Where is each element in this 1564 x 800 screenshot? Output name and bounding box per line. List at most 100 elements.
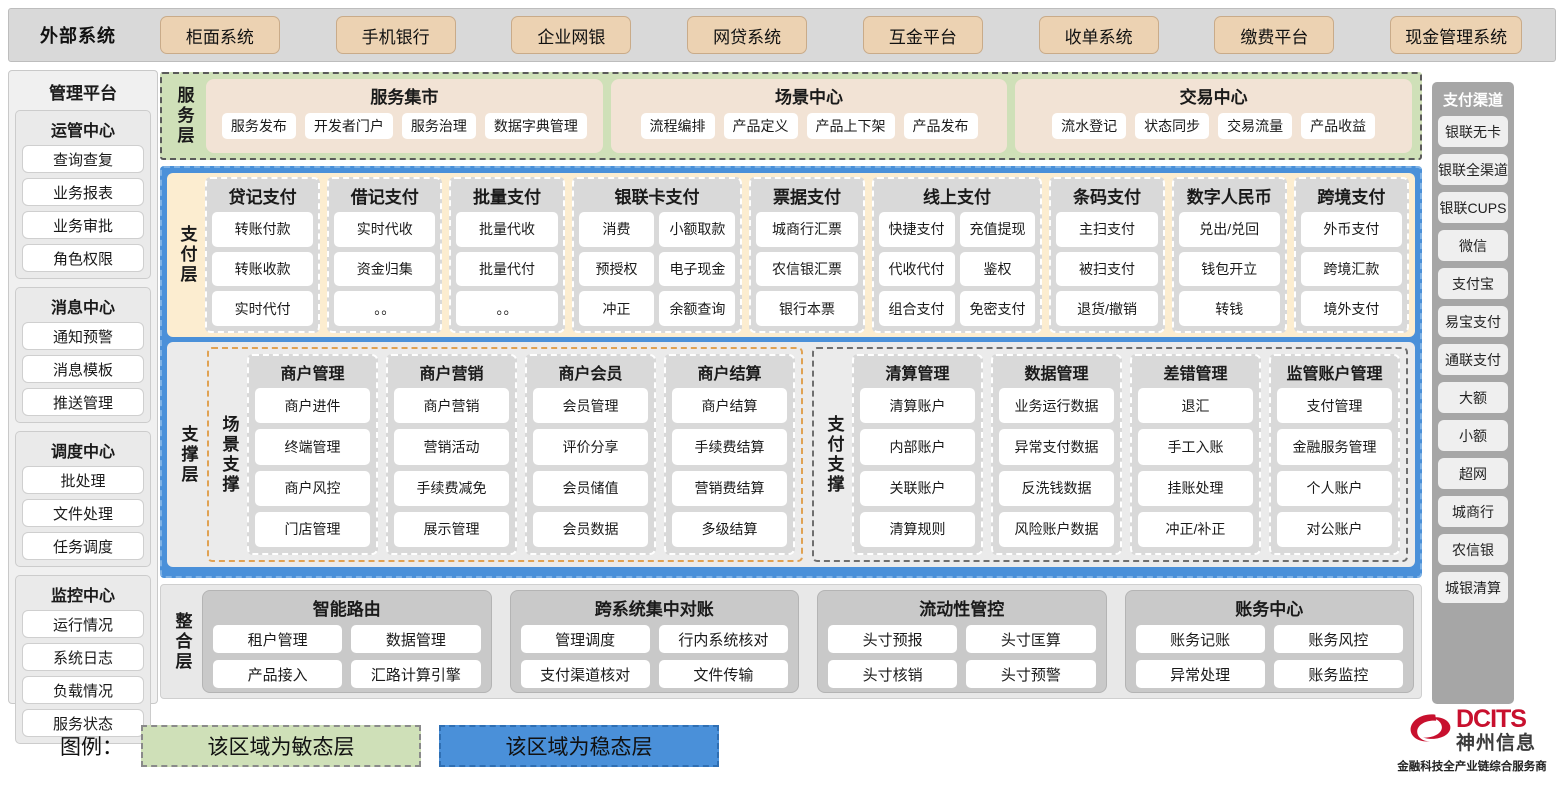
management-item[interactable]: 任务调度 bbox=[22, 532, 144, 560]
integration-cell[interactable]: 账务监控 bbox=[1273, 660, 1403, 688]
integration-cell[interactable]: 数据管理 bbox=[351, 625, 481, 653]
payment-cell[interactable]: 被扫支付 bbox=[1056, 251, 1158, 287]
support-cell[interactable]: 展示管理 bbox=[394, 511, 509, 547]
payment-cell[interactable]: 批量代收 bbox=[456, 212, 558, 247]
service-chip[interactable]: 产品定义 bbox=[723, 113, 798, 139]
support-cell[interactable]: 终端管理 bbox=[255, 429, 370, 465]
integration-cell[interactable]: 头寸核销 bbox=[828, 660, 958, 688]
payment-cell[interactable]: 小额取款 bbox=[659, 212, 736, 247]
integration-cell[interactable]: 汇路计算引擎 bbox=[351, 660, 481, 688]
payment-cell[interactable]: 退货/撤销 bbox=[1056, 291, 1158, 326]
integration-cell[interactable]: 账务风控 bbox=[1273, 625, 1403, 653]
integration-cell[interactable]: 头寸预警 bbox=[966, 660, 1096, 688]
external-system-item[interactable]: 柜面系统 bbox=[159, 16, 280, 54]
payment-channel-item[interactable]: 大额 bbox=[1438, 382, 1508, 413]
payment-cell[interactable]: 转钱 bbox=[1178, 291, 1280, 326]
payment-cell[interactable]: 余额查询 bbox=[659, 291, 736, 326]
integration-cell[interactable]: 异常处理 bbox=[1135, 660, 1265, 688]
payment-cell[interactable]: 境外支付 bbox=[1300, 291, 1402, 326]
support-cell[interactable]: 清算规则 bbox=[860, 511, 975, 547]
service-chip[interactable]: 流水登记 bbox=[1052, 113, 1127, 139]
support-cell[interactable]: 内部账户 bbox=[860, 429, 975, 465]
support-cell[interactable]: 手工入账 bbox=[1138, 429, 1253, 465]
payment-channel-item[interactable]: 超网 bbox=[1438, 458, 1508, 489]
integration-cell[interactable]: 管理调度 bbox=[520, 625, 650, 653]
management-item[interactable]: 业务报表 bbox=[22, 178, 144, 206]
support-cell[interactable]: 清算账户 bbox=[860, 388, 975, 424]
integration-cell[interactable]: 头寸预报 bbox=[828, 625, 958, 653]
support-cell[interactable]: 个人账户 bbox=[1277, 470, 1392, 506]
management-item[interactable]: 批处理 bbox=[22, 466, 144, 494]
payment-cell[interactable]: 银行本票 bbox=[756, 291, 858, 326]
payment-channel-item[interactable]: 小额 bbox=[1438, 420, 1508, 451]
payment-cell[interactable]: 鉴权 bbox=[959, 251, 1036, 287]
support-cell[interactable]: 对公账户 bbox=[1277, 511, 1392, 547]
support-cell[interactable]: 会员储值 bbox=[533, 470, 648, 506]
support-cell[interactable]: 营销费结算 bbox=[672, 470, 787, 506]
external-system-item[interactable]: 企业网银 bbox=[511, 16, 632, 54]
integration-cell[interactable]: 租户管理 bbox=[213, 625, 343, 653]
service-chip[interactable]: 状态同步 bbox=[1135, 113, 1210, 139]
support-cell[interactable]: 异常支付数据 bbox=[999, 429, 1114, 465]
integration-cell[interactable]: 头寸匡算 bbox=[966, 625, 1096, 653]
support-cell[interactable]: 反洗钱数据 bbox=[999, 470, 1114, 506]
support-cell[interactable]: 关联账户 bbox=[860, 470, 975, 506]
service-chip[interactable]: 数据字典管理 bbox=[484, 113, 587, 139]
payment-channel-item[interactable]: 银联CUPS bbox=[1438, 192, 1508, 223]
management-item[interactable]: 查询查复 bbox=[22, 145, 144, 173]
management-item[interactable]: 系统日志 bbox=[22, 643, 144, 671]
support-cell[interactable]: 会员数据 bbox=[533, 511, 648, 547]
payment-channel-item[interactable]: 微信 bbox=[1438, 230, 1508, 261]
payment-channel-item[interactable]: 通联支付 bbox=[1438, 344, 1508, 375]
payment-channel-item[interactable]: 易宝支付 bbox=[1438, 306, 1508, 337]
payment-cell[interactable]: 批量代付 bbox=[456, 251, 558, 287]
payment-cell[interactable]: 消费 bbox=[578, 212, 655, 247]
payment-cell[interactable]: 转账收款 bbox=[212, 251, 314, 287]
support-cell[interactable]: 业务运行数据 bbox=[999, 388, 1114, 424]
service-chip[interactable]: 交易流量 bbox=[1218, 113, 1293, 139]
support-cell[interactable]: 冲正/补正 bbox=[1138, 511, 1253, 547]
payment-channel-item[interactable]: 银联全渠道 bbox=[1438, 154, 1508, 185]
service-chip[interactable]: 产品收益 bbox=[1301, 113, 1376, 139]
payment-cell[interactable]: 城商行汇票 bbox=[756, 212, 858, 247]
service-chip[interactable]: 服务治理 bbox=[401, 113, 476, 139]
external-system-item[interactable]: 现金管理系统 bbox=[1390, 16, 1523, 54]
integration-cell[interactable]: 产品接入 bbox=[213, 660, 343, 688]
payment-cell[interactable]: 兑出/兑回 bbox=[1178, 212, 1280, 247]
management-item[interactable]: 运行情况 bbox=[22, 610, 144, 638]
external-system-item[interactable]: 网贷系统 bbox=[687, 16, 808, 54]
support-cell[interactable]: 会员管理 bbox=[533, 388, 648, 424]
management-item[interactable]: 服务状态 bbox=[22, 709, 144, 737]
external-system-item[interactable]: 收单系统 bbox=[1038, 16, 1159, 54]
payment-cell[interactable]: 预授权 bbox=[578, 251, 655, 287]
payment-channel-item[interactable]: 农信银 bbox=[1438, 534, 1508, 565]
support-cell[interactable]: 多级结算 bbox=[672, 511, 787, 547]
integration-cell[interactable]: 行内系统核对 bbox=[658, 625, 788, 653]
service-chip[interactable]: 服务发布 bbox=[221, 113, 296, 139]
payment-channel-item[interactable]: 支付宝 bbox=[1438, 268, 1508, 299]
payment-cell[interactable]: 主扫支付 bbox=[1056, 212, 1158, 247]
support-cell[interactable]: 手续费减免 bbox=[394, 470, 509, 506]
payment-cell[interactable]: 电子现金 bbox=[659, 251, 736, 287]
service-chip[interactable]: 产品发布 bbox=[903, 113, 978, 139]
management-item[interactable]: 负载情况 bbox=[22, 676, 144, 704]
support-cell[interactable]: 挂账处理 bbox=[1138, 470, 1253, 506]
payment-cell[interactable]: 组合支付 bbox=[878, 291, 955, 326]
support-cell[interactable]: 商户营销 bbox=[394, 388, 509, 424]
management-item[interactable]: 推送管理 bbox=[22, 388, 144, 416]
payment-cell[interactable]: 外币支付 bbox=[1300, 212, 1402, 247]
support-cell[interactable]: 评价分享 bbox=[533, 429, 648, 465]
payment-channel-item[interactable]: 银联无卡 bbox=[1438, 116, 1508, 147]
payment-channel-item[interactable]: 城商行 bbox=[1438, 496, 1508, 527]
management-item[interactable]: 业务审批 bbox=[22, 211, 144, 239]
payment-cell[interactable]: 资金归集 bbox=[334, 251, 436, 287]
payment-cell[interactable]: 跨境汇款 bbox=[1300, 251, 1402, 287]
integration-cell[interactable]: 账务记账 bbox=[1135, 625, 1265, 653]
payment-cell[interactable]: 农信银汇票 bbox=[756, 251, 858, 287]
payment-cell[interactable]: 实时代收 bbox=[334, 212, 436, 247]
support-cell[interactable]: 商户风控 bbox=[255, 470, 370, 506]
external-system-item[interactable]: 互金平台 bbox=[862, 16, 983, 54]
external-system-item[interactable]: 缴费平台 bbox=[1214, 16, 1335, 54]
payment-cell[interactable]: 免密支付 bbox=[959, 291, 1036, 326]
payment-cell[interactable]: 快捷支付 bbox=[878, 212, 955, 247]
